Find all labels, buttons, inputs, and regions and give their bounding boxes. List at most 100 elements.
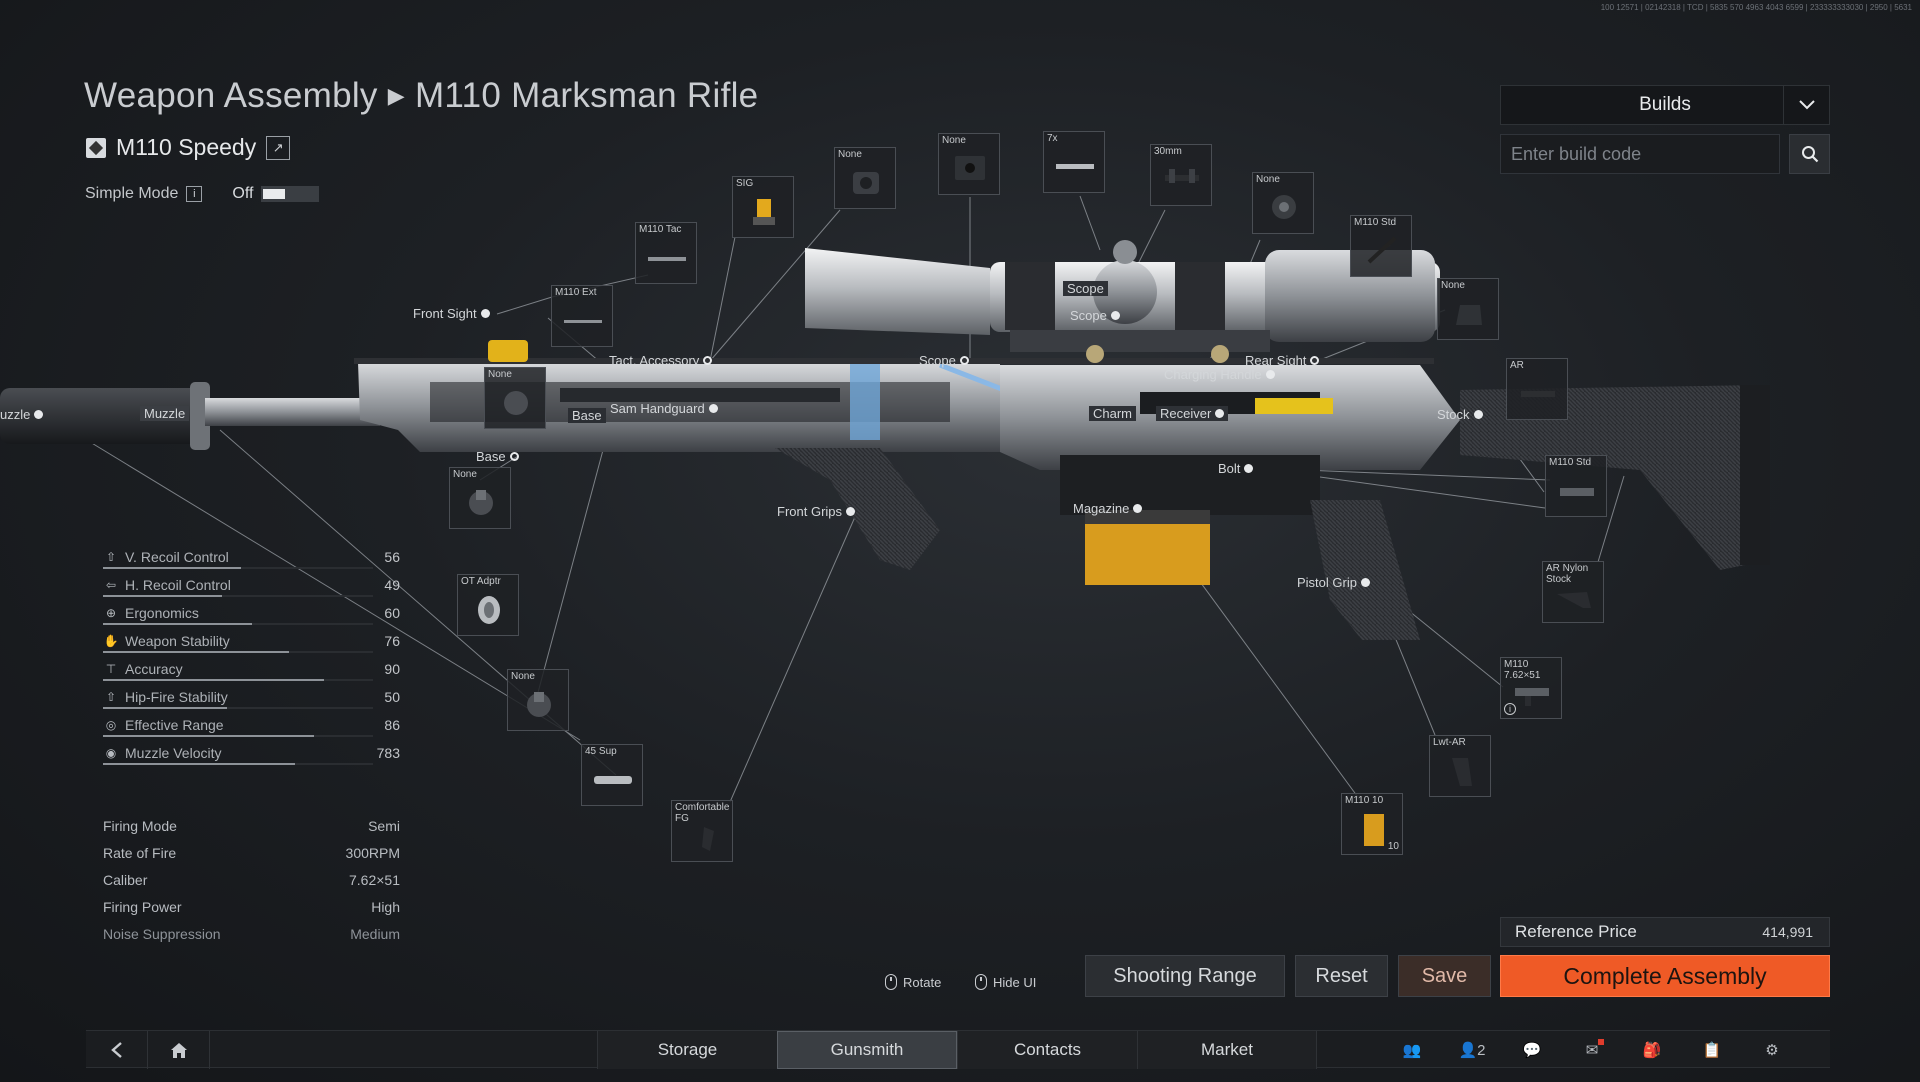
stat-label: V. Recoil Control xyxy=(125,549,229,565)
stat-label: Ergonomics xyxy=(125,605,199,621)
attachment-slot-m110-std-stock[interactable]: M110 Std xyxy=(1545,455,1607,517)
tab-storage[interactable]: Storage xyxy=(597,1031,777,1069)
base-lower-callout[interactable]: Base xyxy=(476,449,519,464)
stat-label: H. Recoil Control xyxy=(125,577,231,593)
sight-thumbnail-icon xyxy=(1456,305,1482,325)
builds-dropdown[interactable]: Builds xyxy=(1500,85,1830,125)
attachment-slot-m110-std-top[interactable]: M110 Std xyxy=(1350,215,1412,277)
property-value: High xyxy=(371,898,400,915)
attachment-slot-ar[interactable]: AR xyxy=(1506,358,1568,420)
attachment-slot-7x[interactable]: 7x xyxy=(1043,131,1105,193)
attachment-slot-sup[interactable]: 45 Sup xyxy=(581,744,643,806)
attachment-label: None xyxy=(942,135,966,146)
attachment-slot-none-4[interactable]: None xyxy=(1437,278,1499,340)
scope-mount-callout[interactable]: Scope xyxy=(1070,308,1120,323)
receiver-callout[interactable]: Receiver xyxy=(1156,406,1229,421)
attachment-slot-none-6[interactable]: None xyxy=(507,669,569,731)
base-label: Base xyxy=(572,408,602,423)
home-button[interactable] xyxy=(148,1031,210,1069)
tube-thumbnail-icon xyxy=(1521,391,1555,397)
attachment-slot-30mm[interactable]: 30mm xyxy=(1150,144,1212,206)
build-code-input[interactable] xyxy=(1500,134,1780,174)
sight-thumbnail-icon xyxy=(753,199,775,225)
complete-assembly-button[interactable]: Complete Assembly xyxy=(1500,955,1830,997)
tact-accessory-callout[interactable]: Tact. Accessory xyxy=(609,353,713,368)
stat-bar-fill xyxy=(103,623,252,625)
base-callout[interactable]: Base xyxy=(568,408,606,423)
attachment-slot-none-3[interactable]: None xyxy=(1252,172,1314,234)
mail-icon: ✉ xyxy=(1585,1042,1599,1059)
mail-button[interactable]: ✉ xyxy=(1562,1031,1622,1069)
rear-sight-callout[interactable]: Rear Sight xyxy=(1245,353,1320,368)
breadcrumb-section[interactable]: Weapon Assembly xyxy=(84,76,378,115)
handguard-callout[interactable]: Sam Handguard xyxy=(610,401,718,416)
property-value: 7.62×51 xyxy=(349,871,400,888)
front-sight-callout[interactable]: Front Sight xyxy=(413,306,490,321)
chat-button[interactable]: 💬 xyxy=(1502,1031,1562,1069)
attachment-label: Comfortable FG xyxy=(675,802,730,824)
simple-mode-toggle[interactable] xyxy=(261,186,320,202)
scope-callout[interactable]: Scope xyxy=(1063,281,1108,296)
stat-label: Effective Range xyxy=(125,717,224,733)
optic-thumbnail-icon xyxy=(853,172,879,194)
shooting-range-button[interactable]: Shooting Range xyxy=(1085,955,1285,997)
settings-button[interactable]: ⚙ xyxy=(1742,1031,1802,1069)
attachment-slot-none-1[interactable]: None xyxy=(834,147,896,209)
edit-build-name-icon[interactable]: ↗ xyxy=(266,135,291,160)
tab-contacts[interactable]: Contacts xyxy=(957,1031,1137,1069)
debug-info-text: 100 12571 | 02142318 | TCD | 5835 570 49… xyxy=(1600,3,1912,12)
attachment-slot-none-2[interactable]: None xyxy=(938,133,1000,195)
save-button[interactable]: Save xyxy=(1398,955,1491,997)
info-icon[interactable]: i xyxy=(1504,703,1516,715)
search-button[interactable] xyxy=(1789,134,1830,174)
slot-dot xyxy=(1360,578,1370,587)
hide-ui-hint[interactable]: Hide UI xyxy=(975,974,1036,990)
muzzle-left-callout[interactable]: uzzle xyxy=(0,407,44,422)
back-button[interactable] xyxy=(86,1031,148,1069)
team-button[interactable]: 👥 xyxy=(1382,1031,1442,1069)
tact-accessory-label: Tact. Accessory xyxy=(609,353,700,368)
magazine-callout[interactable]: Magazine xyxy=(1073,501,1143,516)
front-grips-callout[interactable]: Front Grips xyxy=(777,504,856,519)
scope-label: Scope xyxy=(1067,281,1104,296)
bolt-callout[interactable]: Bolt xyxy=(1218,461,1254,476)
attachment-slot-ar-nylon[interactable]: AR Nylon Stock xyxy=(1542,561,1604,623)
bottom-nav-bar: Storage Gunsmith Contacts Market 👥 👤2 💬 … xyxy=(86,1030,1830,1069)
tab-gunsmith[interactable]: Gunsmith xyxy=(777,1031,957,1069)
scope-rail-callout[interactable]: Scope xyxy=(919,353,969,368)
attachment-slot-sig[interactable]: SIG xyxy=(732,176,794,238)
receiver-thumbnail-icon xyxy=(1515,688,1549,706)
attachment-slot-ot-adptr[interactable]: OT Adptr xyxy=(457,574,519,636)
pistol-grip-callout[interactable]: Pistol Grip xyxy=(1297,575,1370,590)
hide-ui-label: Hide UI xyxy=(993,974,1037,990)
briefcase-button[interactable]: 🎒 xyxy=(1622,1031,1682,1069)
stock-callout[interactable]: Stock xyxy=(1437,407,1483,422)
attachment-label: None xyxy=(1441,280,1465,291)
attachment-slot-m110-ext[interactable]: M110 Ext xyxy=(551,285,613,347)
attachment-slot-lwt-ar[interactable]: Lwt-AR xyxy=(1429,735,1491,797)
receiver-label: Receiver xyxy=(1160,406,1212,421)
reset-button[interactable]: Reset xyxy=(1295,955,1388,997)
attachment-slot-comfortable-fg[interactable]: Comfortable FG xyxy=(671,800,733,862)
stat-value: 783 xyxy=(376,745,400,761)
muzzle-callout[interactable]: Muzzle xyxy=(140,406,190,421)
attachment-slot-m110-tac[interactable]: M110 Tac xyxy=(635,222,697,284)
info-icon[interactable]: i xyxy=(186,186,203,202)
stat-bar-fill xyxy=(103,735,314,737)
charm-callout[interactable]: Charm xyxy=(1089,406,1137,421)
charging-handle-callout[interactable]: Charging Handle xyxy=(1164,367,1275,382)
friends-button[interactable]: 👤2 xyxy=(1442,1031,1502,1069)
build-name: M110 Speedy xyxy=(116,134,257,160)
tab-market[interactable]: Market xyxy=(1137,1031,1317,1069)
notes-button[interactable]: 📋 xyxy=(1682,1031,1742,1069)
simple-mode-label: Simple Mode xyxy=(85,185,179,202)
attachment-label: M110 Tac xyxy=(639,224,682,235)
attachment-slot-none-base[interactable]: None xyxy=(484,367,546,429)
attachment-slot-none-5[interactable]: None xyxy=(449,467,511,529)
chevron-right-icon: ▶ xyxy=(387,83,405,108)
